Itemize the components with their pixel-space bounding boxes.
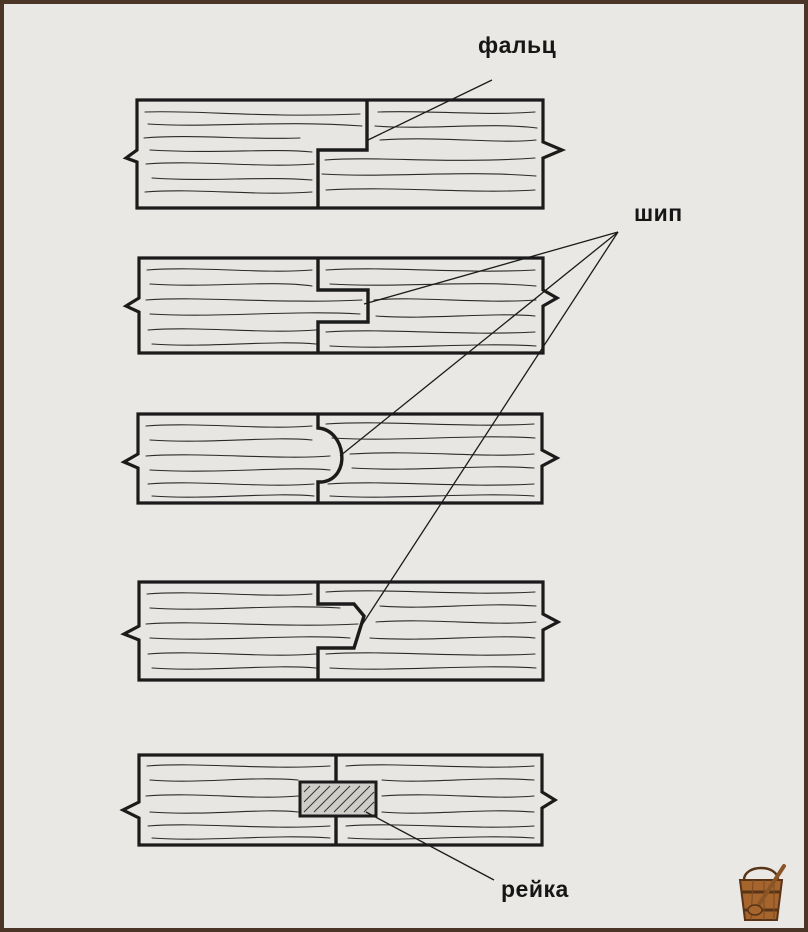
rounded-tongue-seam — [316, 414, 344, 503]
trapezoid-tongue-seam — [316, 582, 366, 680]
leader-falts — [367, 79, 493, 141]
loose-slat-grain-right — [345, 764, 535, 840]
sauna-bucket-icon — [738, 864, 786, 921]
label-reika: рейка — [501, 876, 569, 902]
label-falts: фальц — [478, 32, 557, 58]
rebate-grain-left — [143, 111, 363, 194]
trapezoid-tongue-board-outline — [120, 580, 562, 682]
rebate-grain-right — [321, 111, 538, 192]
loose-slat-grain-left — [145, 764, 331, 840]
rebate-board-outline — [122, 98, 567, 210]
leader-lines — [339, 79, 619, 881]
leader-reika — [365, 811, 495, 881]
joint-tongue-groove — [122, 256, 561, 355]
leader-ship-3 — [339, 231, 619, 457]
tongue-groove-board-outline — [122, 256, 561, 355]
slat-insert — [298, 780, 378, 818]
leader-ship-2 — [363, 231, 619, 305]
joint-rebate — [122, 98, 567, 210]
joint-rounded-tongue — [120, 412, 561, 505]
rounded-tongue-grain-left — [145, 424, 331, 498]
trapezoid-tongue-grain-left — [145, 592, 359, 670]
label-ship: шип — [634, 200, 683, 226]
rebate-seam — [316, 100, 369, 208]
leader-ship-4 — [359, 231, 619, 629]
joints-diagram — [119, 79, 786, 921]
tongue-groove-seam — [316, 258, 370, 353]
tongue-groove-grain-left — [145, 268, 363, 346]
rounded-tongue-grain-right — [325, 422, 536, 498]
joint-loose-slat — [119, 753, 559, 847]
joint-trapezoid-tongue — [120, 580, 562, 682]
trapezoid-tongue-grain-right — [325, 590, 537, 670]
